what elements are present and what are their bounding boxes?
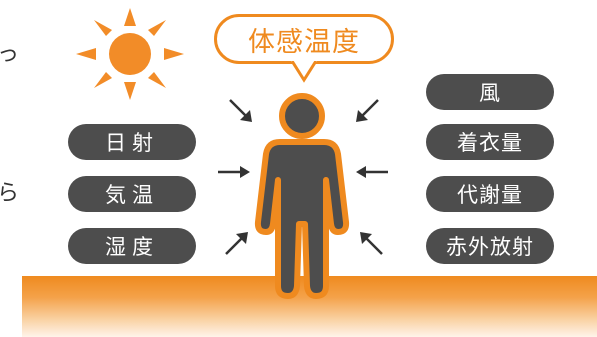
person-icon: [254, 93, 350, 299]
sun-icon: [76, 8, 184, 100]
factor-pill-infrared-radiation: 赤外放射: [426, 228, 554, 264]
factor-label: 代謝量: [457, 183, 523, 207]
arrow-icon: [356, 166, 388, 178]
title-bubble: 体感温度: [214, 14, 394, 64]
factor-pill-solar-radiation: 日射: [68, 124, 196, 160]
arrow-icon: [356, 99, 379, 122]
arrow-icon: [229, 99, 252, 122]
title-bubble-tail: [290, 61, 318, 83]
factor-pill-wind: 風: [426, 74, 554, 110]
factor-label: 風: [479, 81, 501, 105]
edge-text-fragment-top: っ: [0, 42, 20, 67]
factor-label: 赤外放射: [446, 235, 534, 259]
factor-label: 着衣量: [457, 131, 523, 155]
factor-label: 気温: [105, 183, 159, 207]
factor-pill-clothing: 着衣量: [426, 124, 554, 160]
factor-pill-air-temperature: 気温: [68, 176, 196, 212]
factor-pill-metabolic-rate: 代謝量: [426, 176, 554, 212]
factor-label: 日射: [105, 131, 159, 155]
factor-label: 湿度: [105, 235, 159, 259]
arrow-icon: [225, 232, 248, 255]
arrow-icon: [360, 232, 383, 255]
diagram-title: 体感温度: [248, 26, 360, 58]
arrow-icon: [218, 166, 250, 178]
edge-text-fragment-bottom: ら: [0, 181, 20, 206]
factor-pill-humidity: 湿度: [68, 228, 196, 264]
